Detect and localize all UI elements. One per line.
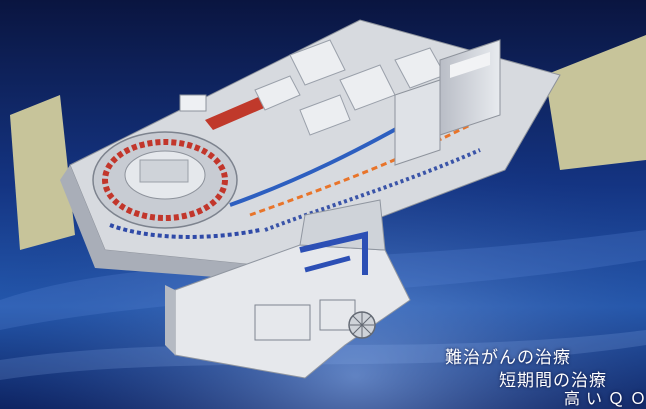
caption-line-3: 高いＱＯＬ (564, 389, 646, 408)
caption-line-1: 難治がんの治療 (445, 348, 571, 368)
earth-block-left (10, 95, 75, 250)
caption-line-2: 短期間の治療 (499, 371, 607, 391)
earth-block-right (545, 35, 646, 170)
